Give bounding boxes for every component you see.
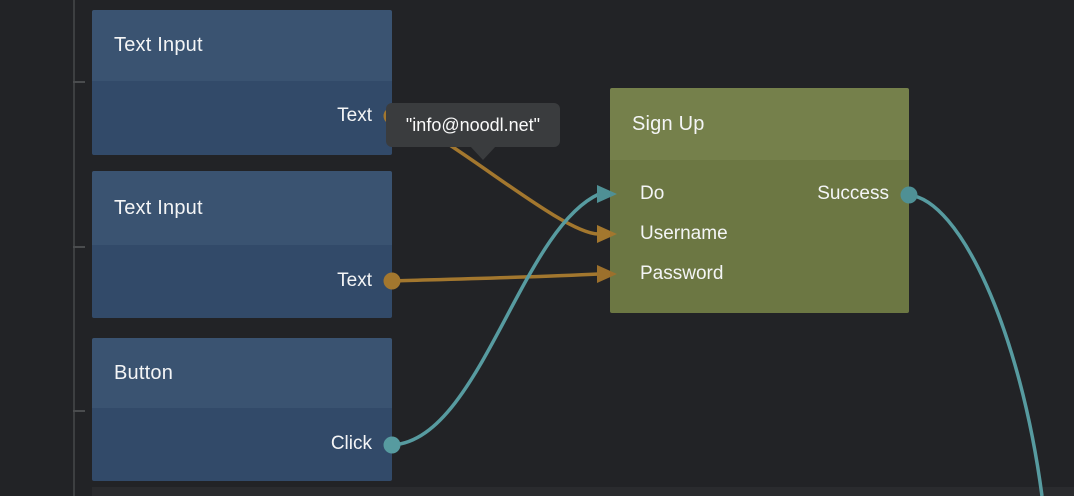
output-port-text[interactable]: Text xyxy=(337,269,372,293)
node-body: Text xyxy=(92,81,392,155)
node-header[interactable]: Sign Up xyxy=(610,88,909,160)
connection-value-tooltip: "info@noodl.net" xyxy=(386,103,560,160)
node-title: Button xyxy=(114,361,174,384)
input-port-username[interactable]: Username xyxy=(640,222,728,246)
port-dot-click[interactable] xyxy=(383,436,401,454)
port-label: Password xyxy=(640,263,724,284)
port-label: Text xyxy=(337,105,372,126)
output-port-click[interactable]: Click xyxy=(331,432,372,456)
port-label: Success xyxy=(817,183,889,204)
output-port-text[interactable]: Text xyxy=(337,104,372,128)
node-title: Text Input xyxy=(114,196,203,219)
node-header[interactable]: Text Input xyxy=(92,171,392,245)
node-text-input-1[interactable]: Text Input Text xyxy=(92,10,392,155)
guide-tick xyxy=(73,81,85,83)
node-sign-up[interactable]: Sign Up Do Username Password Success xyxy=(610,88,909,313)
input-arrow-do[interactable] xyxy=(597,185,617,203)
tooltip-value: "info@noodl.net" xyxy=(405,114,541,135)
tooltip-tail xyxy=(470,146,496,160)
guide-tick xyxy=(73,410,85,412)
node-title: Text Input xyxy=(114,34,203,56)
node-body: Text xyxy=(92,245,392,318)
input-port-password[interactable]: Password xyxy=(640,262,723,286)
connection-click-to-do[interactable] xyxy=(391,192,600,447)
node-body: Click xyxy=(92,408,392,481)
connection-text2-to-password[interactable] xyxy=(391,272,600,283)
port-dot-text2[interactable] xyxy=(383,272,401,290)
node-header[interactable]: Text Input xyxy=(92,10,392,81)
port-label: Do xyxy=(640,183,665,204)
canvas-guide-line xyxy=(73,0,75,496)
port-label: Username xyxy=(640,223,728,244)
node-button[interactable]: Button Click xyxy=(92,338,392,481)
node-body: Do Username Password Success xyxy=(610,160,909,313)
offscreen-node-edge xyxy=(92,487,1074,496)
port-dot-success[interactable] xyxy=(900,186,918,204)
port-label: Click xyxy=(330,433,372,454)
node-header[interactable]: Button xyxy=(92,338,392,408)
guide-tick xyxy=(73,246,85,248)
node-text-input-2[interactable]: Text Input Text xyxy=(92,171,392,318)
input-port-do[interactable]: Do xyxy=(640,182,664,206)
input-arrow-password[interactable] xyxy=(597,265,617,283)
input-arrow-username[interactable] xyxy=(597,225,617,243)
port-label: Text xyxy=(337,270,372,291)
node-title: Sign Up xyxy=(632,112,705,135)
output-port-success[interactable]: Success xyxy=(817,182,889,206)
connection-success-offscreen[interactable] xyxy=(908,193,1044,496)
